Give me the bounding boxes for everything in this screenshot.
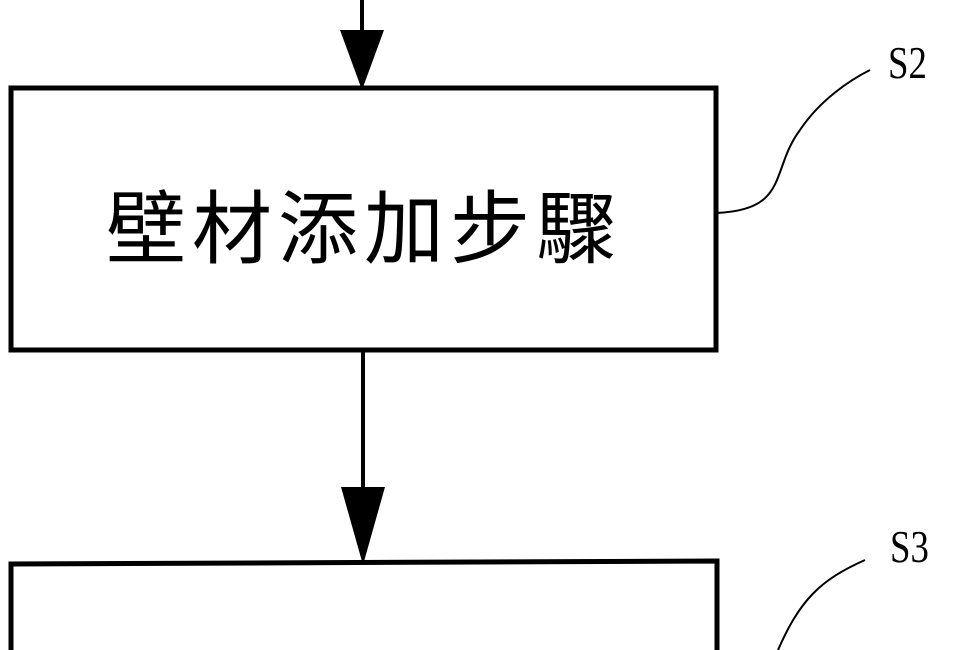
arrowhead-middle xyxy=(341,487,385,565)
leader-line-s3 xyxy=(777,559,866,650)
step-label-s3: S3 xyxy=(890,521,929,572)
step-text-s2: 壁材添加步驟 xyxy=(106,183,622,276)
arrowhead-top xyxy=(340,30,384,90)
leader-line-s2 xyxy=(715,69,871,214)
step-label-s2: S2 xyxy=(888,37,927,88)
step-box-s3 xyxy=(8,558,720,650)
